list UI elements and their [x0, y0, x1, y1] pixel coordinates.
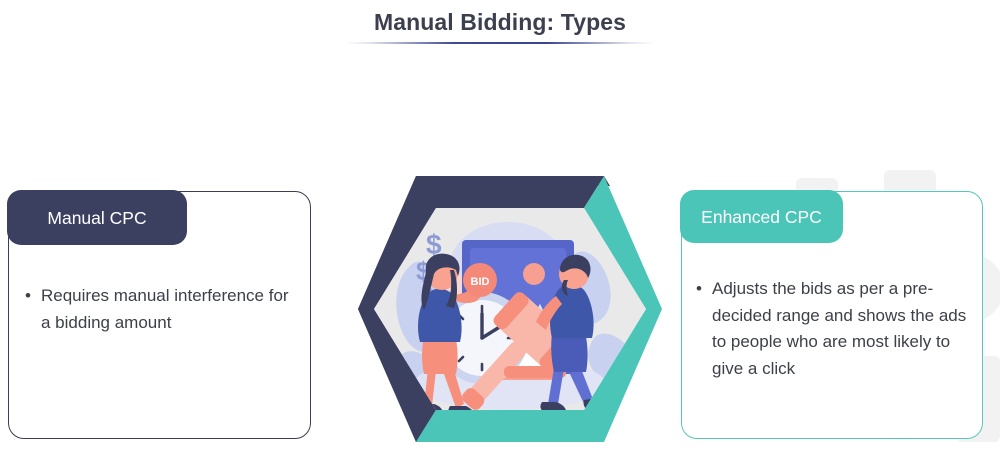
- svg-text:$: $: [426, 229, 442, 260]
- card-manual-cpc-header: Manual CPC: [7, 190, 187, 245]
- woman-bidder-figure: [416, 253, 484, 410]
- card-enhanced-cpc-header: Enhanced CPC: [680, 190, 843, 243]
- bidding-auction-illustration: $ $ $: [358, 170, 662, 448]
- svg-text:BID: BID: [471, 276, 490, 288]
- hexagon-ring-teal: [416, 176, 662, 442]
- page-title: Manual Bidding: Types: [373, 9, 627, 35]
- bullet-marker-icon: •: [25, 286, 31, 305]
- list-item: • Requires manual interference for a bid…: [25, 282, 296, 336]
- card-enhanced-cpc-body: • Adjusts the bids as per a pre-decided …: [682, 276, 982, 382]
- card-manual-cpc: Manual CPC • Requires manual interferenc…: [7, 190, 311, 439]
- card-manual-cpc-bullet-text: Requires manual interference for a biddi…: [41, 286, 289, 332]
- hexagon-ring-navy: [358, 176, 610, 442]
- bid-badge: BID: [463, 263, 497, 297]
- hexagon-inner-scene: $ $ $: [374, 208, 646, 410]
- card-manual-cpc-body: • Requires manual interference for a bid…: [9, 282, 310, 336]
- title-underline-divider: [345, 42, 655, 44]
- title-block: Manual Bidding: Types: [0, 8, 1000, 44]
- list-item: • Adjusts the bids as per a pre-decided …: [696, 276, 970, 382]
- card-manual-cpc-header-label: Manual CPC: [47, 207, 147, 228]
- card-enhanced-cpc-bullet-text: Adjusts the bids as per a pre-decided ra…: [712, 279, 967, 378]
- card-enhanced-cpc: Enhanced CPC • Adjusts the bids as per a…: [680, 190, 983, 439]
- card-enhanced-cpc-header-label: Enhanced CPC: [701, 206, 822, 227]
- bullet-marker-icon: •: [696, 279, 702, 298]
